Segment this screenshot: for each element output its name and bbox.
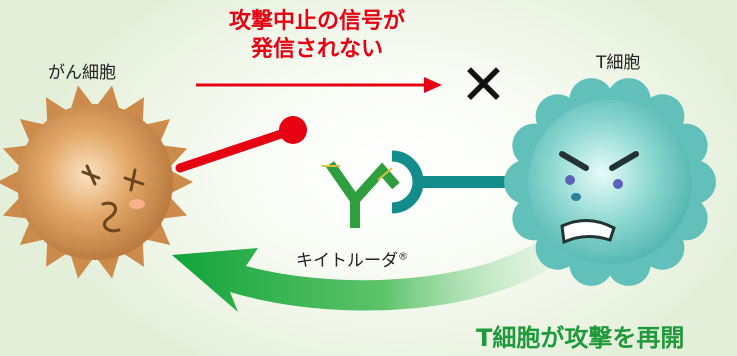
t-cell-label: T細胞 (596, 53, 641, 73)
antibody-drug (322, 161, 400, 228)
cancer-cell-face (81, 164, 145, 233)
t-cell-face (559, 151, 639, 245)
signal-message-line2: 発信されない (250, 37, 383, 62)
cancer-cell-label: がん細胞 (48, 63, 116, 83)
drug-name: キイトルーダ (296, 251, 398, 271)
drug-label: キイトルーダ® (296, 246, 408, 271)
cancer-cell (0, 85, 193, 279)
attack-resumes-message: T細胞が攻撃を再開 (476, 324, 685, 352)
attack-arrow (172, 240, 560, 312)
registered-mark: ® (398, 251, 408, 263)
signal-message: 攻撃中止の信号が 発信されない (222, 8, 412, 64)
signal-arrow (196, 77, 442, 93)
blocked-cross-icon: ✕ (460, 53, 507, 118)
t-cell (504, 78, 716, 286)
pd-l1-ligand (175, 116, 307, 173)
pd-1-receptor (391, 150, 522, 214)
signal-message-line1: 攻撃中止の信号が (228, 9, 405, 34)
